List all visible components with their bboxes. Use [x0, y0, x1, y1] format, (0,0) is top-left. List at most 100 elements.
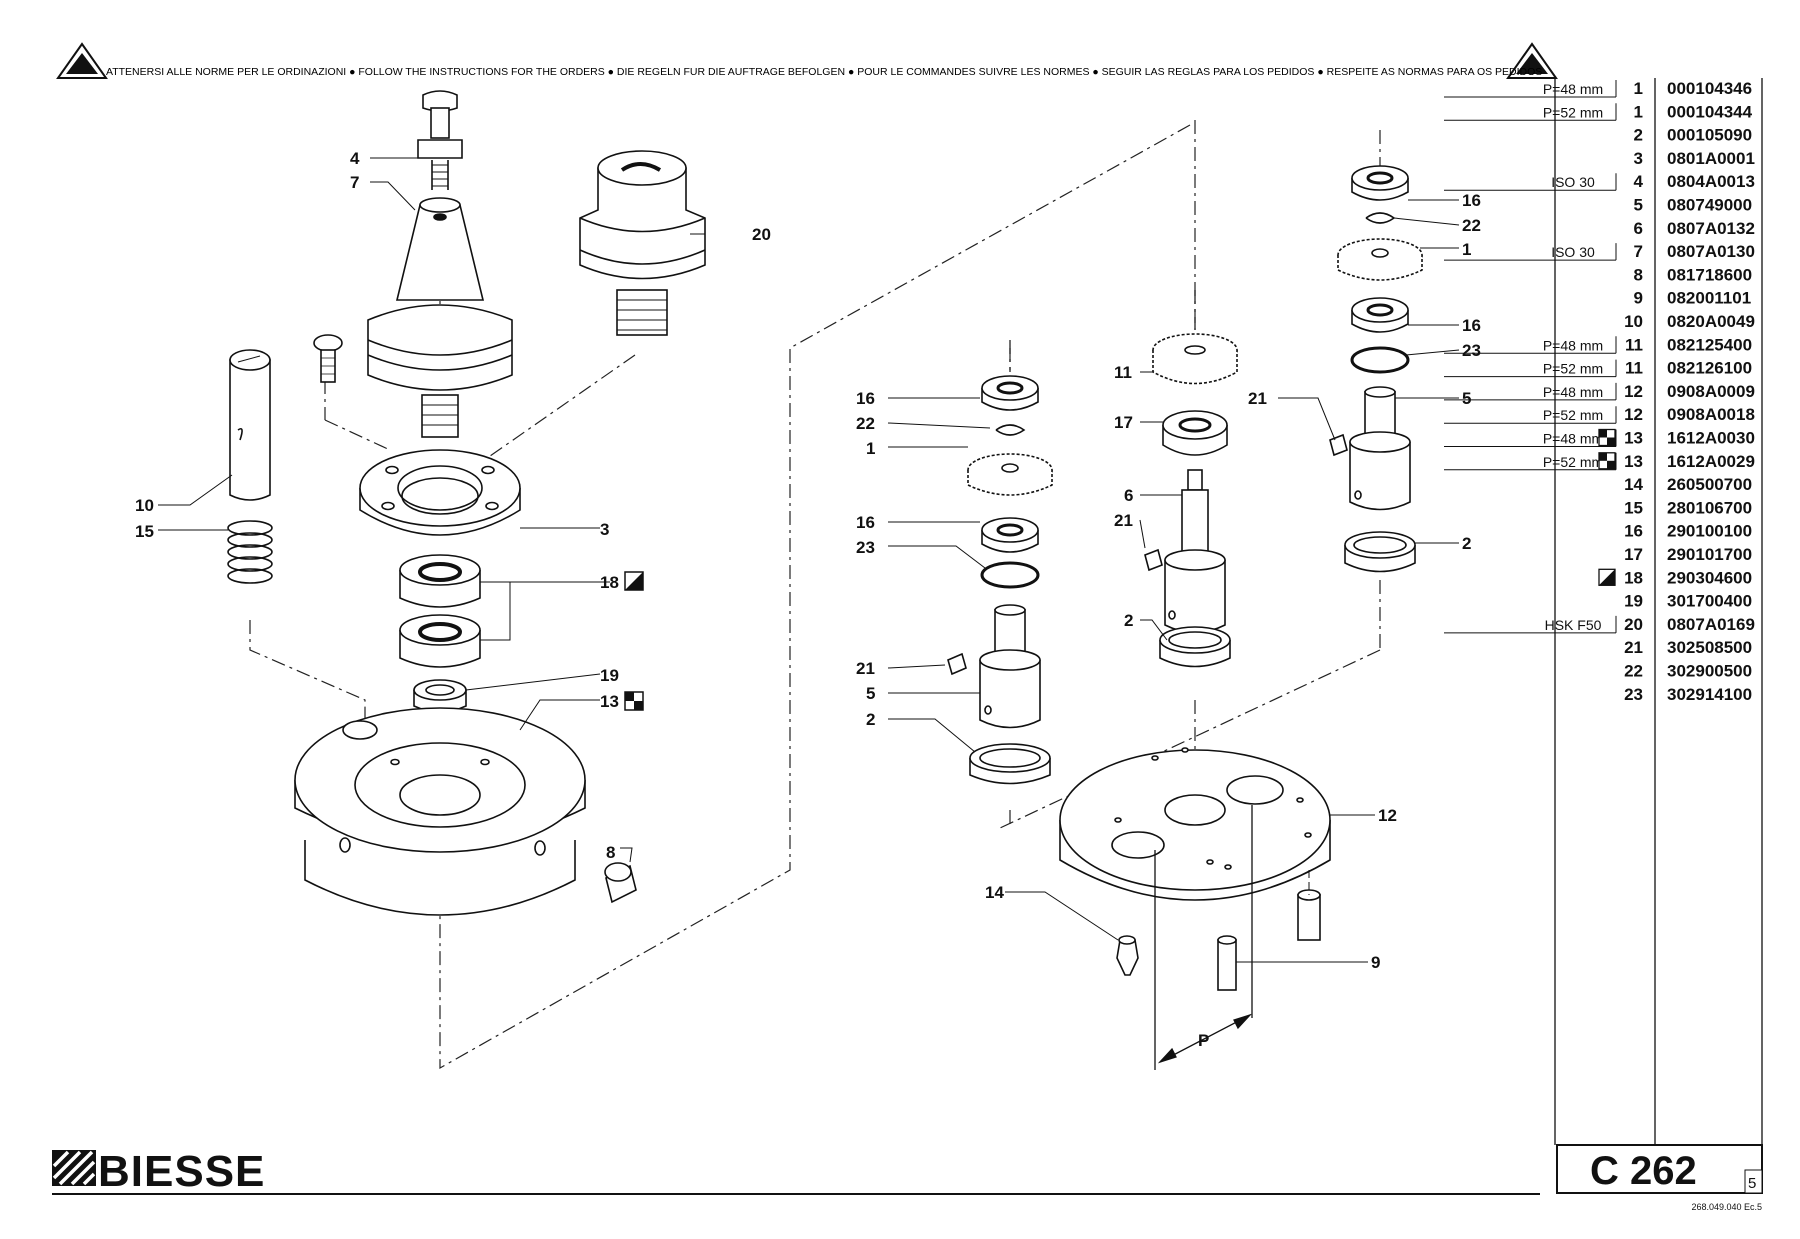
warning-triangle-icon [56, 42, 108, 79]
row-part-code: 0908A0018 [1667, 405, 1755, 424]
center-stack [1144, 290, 1238, 668]
row-position: 7 [1634, 242, 1643, 261]
left-assembly [227, 90, 706, 916]
row-part-code: 260500700 [1667, 475, 1752, 494]
banner-segment: ● FOLLOW THE INSTRUCTIONS FOR THE ORDERS [346, 66, 605, 78]
pin [229, 349, 271, 501]
brand-logo-text: BIESSE [98, 1147, 265, 1196]
banner-segment: ATTENERSI ALLE NORME PER LE ORDINAZIONI [106, 66, 346, 78]
callout-10: 10 [135, 496, 154, 515]
page-number-box [1744, 1169, 1763, 1194]
row-position: 11 [1625, 359, 1643, 378]
table-row: 22 302900500 [1624, 662, 1752, 681]
callout-16: 16 [856, 513, 875, 532]
callout-21: 21 [1248, 389, 1267, 408]
row-part-code: 080749000 [1667, 196, 1752, 215]
callout-17: 17 [1114, 413, 1133, 432]
callout-2: 2 [1462, 534, 1471, 553]
table-row: 15 280106700 [1624, 498, 1752, 517]
row-part-code: 0807A0130 [1667, 242, 1755, 261]
row-part-code: 081718600 [1667, 265, 1752, 284]
row-position: 16 [1624, 522, 1643, 541]
table-code-box [1556, 1144, 1763, 1194]
callout-16: 16 [856, 389, 875, 408]
callout-2: 2 [1124, 611, 1133, 630]
warning-triangle-icon [1506, 42, 1558, 79]
row-note: P=48 mm [1543, 81, 1603, 97]
middle-stack [947, 340, 1053, 785]
row-part-code: 082126100 [1667, 359, 1752, 378]
row-part-code: 0804A0013 [1667, 172, 1755, 191]
callout-12: 12 [1378, 806, 1397, 825]
row-position: 3 [1634, 149, 1643, 168]
row-position: 15 [1624, 498, 1643, 517]
callout-3: 3 [600, 520, 609, 539]
callout-22: 22 [856, 414, 875, 433]
callout-22: 22 [1462, 216, 1481, 235]
row-part-code: 302900500 [1667, 662, 1752, 681]
callout-16: 16 [1462, 191, 1481, 210]
callout-1: 1 [1462, 240, 1471, 259]
row-part-code: 290100100 [1667, 522, 1752, 541]
row-position: 19 [1624, 592, 1643, 611]
row-position: 13 [1624, 429, 1643, 448]
banner-segment: ● POUR LE COMMANDES SUIVRE LES NORMES [845, 66, 1089, 78]
callouts: 4 7 20 10 15 3 18 19 13 8 16 22 1 16 23 … [135, 149, 1481, 1050]
callout-11: 11 [1114, 363, 1132, 382]
banner-text: ATTENERSI ALLE NORME PER LE ORDINAZIONI … [106, 66, 1542, 78]
callout-5: 5 [866, 684, 875, 703]
row-part-code: 1612A0029 [1667, 452, 1755, 471]
callout-7: 7 [350, 173, 359, 192]
row-note: P=52 mm [1543, 454, 1603, 470]
row-position: 20 [1624, 615, 1643, 634]
table-row: 3 0801A0001 [1634, 149, 1755, 168]
row-position: 1 [1634, 79, 1643, 98]
gear-plate [1059, 747, 1331, 991]
row-position: 21 [1624, 638, 1643, 657]
row-note: ISO 30 [1551, 244, 1595, 260]
callout-9: 9 [1371, 953, 1380, 972]
banner-segment: ● RESPEITE AS NORMAS PARA OS PEDIDOS [1314, 66, 1542, 78]
half-filled-square-icon [624, 571, 644, 591]
row-part-code: 0801A0001 [1667, 149, 1755, 168]
row-position: 11 [1625, 335, 1643, 354]
row-position: 12 [1624, 382, 1643, 401]
row-part-code: 302914100 [1667, 685, 1752, 704]
callout-6: 6 [1124, 486, 1133, 505]
small-screw [313, 334, 343, 383]
table-row: ISO 30 7 0807A0130 [1444, 242, 1755, 261]
document-reference: 268.049.040 Ec.5 [1691, 1202, 1762, 1212]
row-part-code: 000104344 [1667, 102, 1753, 121]
row-part-code: 280106700 [1667, 498, 1752, 517]
callout-15: 15 [135, 522, 154, 541]
row-position: 23 [1624, 685, 1643, 704]
row-position: 13 [1624, 452, 1643, 471]
callout-21: 21 [856, 659, 875, 678]
table-row: P=52 mm 13 1612A0029 [1444, 452, 1755, 471]
row-position: 22 [1624, 662, 1643, 681]
right-stack [1329, 165, 1423, 573]
row-part-code: 0820A0049 [1667, 312, 1755, 331]
row-position: 18 [1624, 568, 1643, 587]
footer: BIESSE C 262 5 268.049.040 Ec.5 [52, 1144, 1763, 1212]
banner-segment: ● SEGUIR LAS REGLAS PARA LOS PEDIDOS [1089, 66, 1314, 78]
callout-20: 20 [752, 225, 771, 244]
callout-4: 4 [350, 149, 360, 168]
banner-segment: ● DIE REGELN FUR DIE AUFTRAGE BEFOLGEN [605, 66, 845, 78]
spring [227, 520, 273, 584]
tool-taper [367, 197, 513, 438]
row-note: ISO 30 [1551, 174, 1595, 190]
callout-13: 13 [600, 692, 619, 711]
dimension-p [1154, 805, 1253, 1070]
row-position: 6 [1634, 219, 1643, 238]
table-code: C 262 [1590, 1149, 1697, 1193]
